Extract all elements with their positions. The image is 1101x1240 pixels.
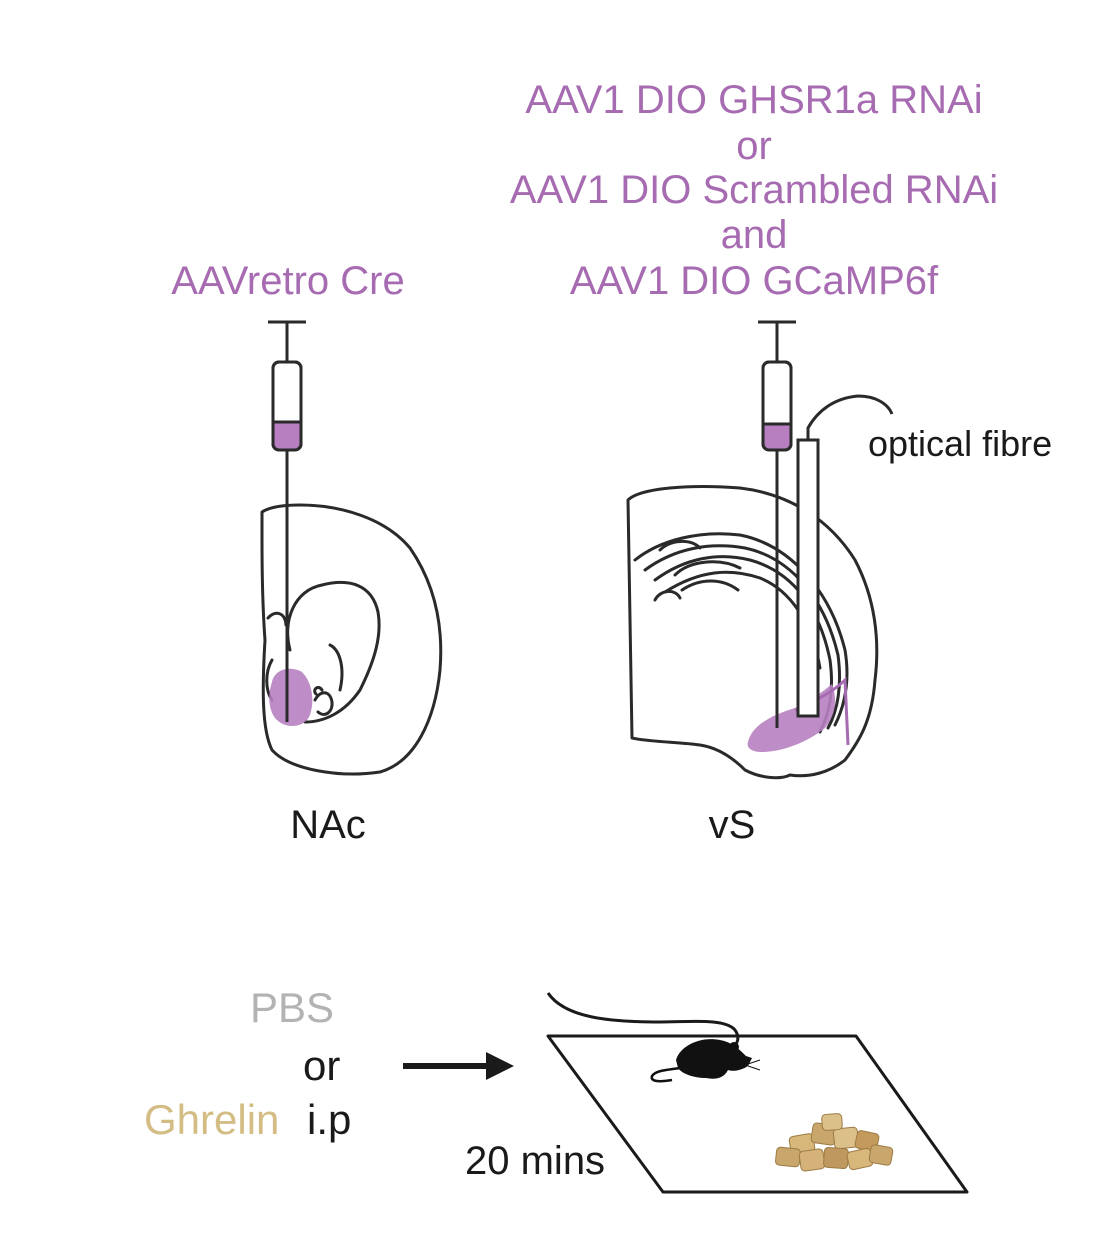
right-virus-line-3: AAV1 DIO Scrambled RNAi [509,168,999,212]
arrow-right-icon [403,1052,514,1080]
syringe-icon [268,320,306,722]
or-label: or [303,1042,341,1089]
mouse-icon [650,1039,761,1083]
nac-injection-site [269,668,313,726]
food-pellets-icon [775,1113,894,1172]
right-virus-line-4: and [720,213,788,257]
right-virus-line-1: AAV1 DIO GHSR1a RNAi [525,78,983,122]
duration-label: 20 mins [465,1139,606,1183]
optical-fibre-label: optical fibre [868,423,1053,464]
vs-injection-site [747,684,836,752]
ghrelin-label: Ghrelin [144,1096,280,1143]
arena-floor [546,1034,969,1194]
patch-cord [546,992,740,1050]
route-label: i.p [307,1096,352,1143]
nac-brain-section [260,503,443,776]
optical-fibre-icon [796,394,894,718]
nac-region-label: NAc [290,803,366,847]
syringe-icon [758,320,796,728]
right-virus-line-5: AAV1 DIO GCaMP6f [569,259,939,303]
right-virus-line-2: or [736,124,772,168]
left-virus-label: AAVretro Cre [171,259,405,303]
pbs-label: PBS [250,984,335,1031]
vs-region-label: vS [708,803,756,847]
